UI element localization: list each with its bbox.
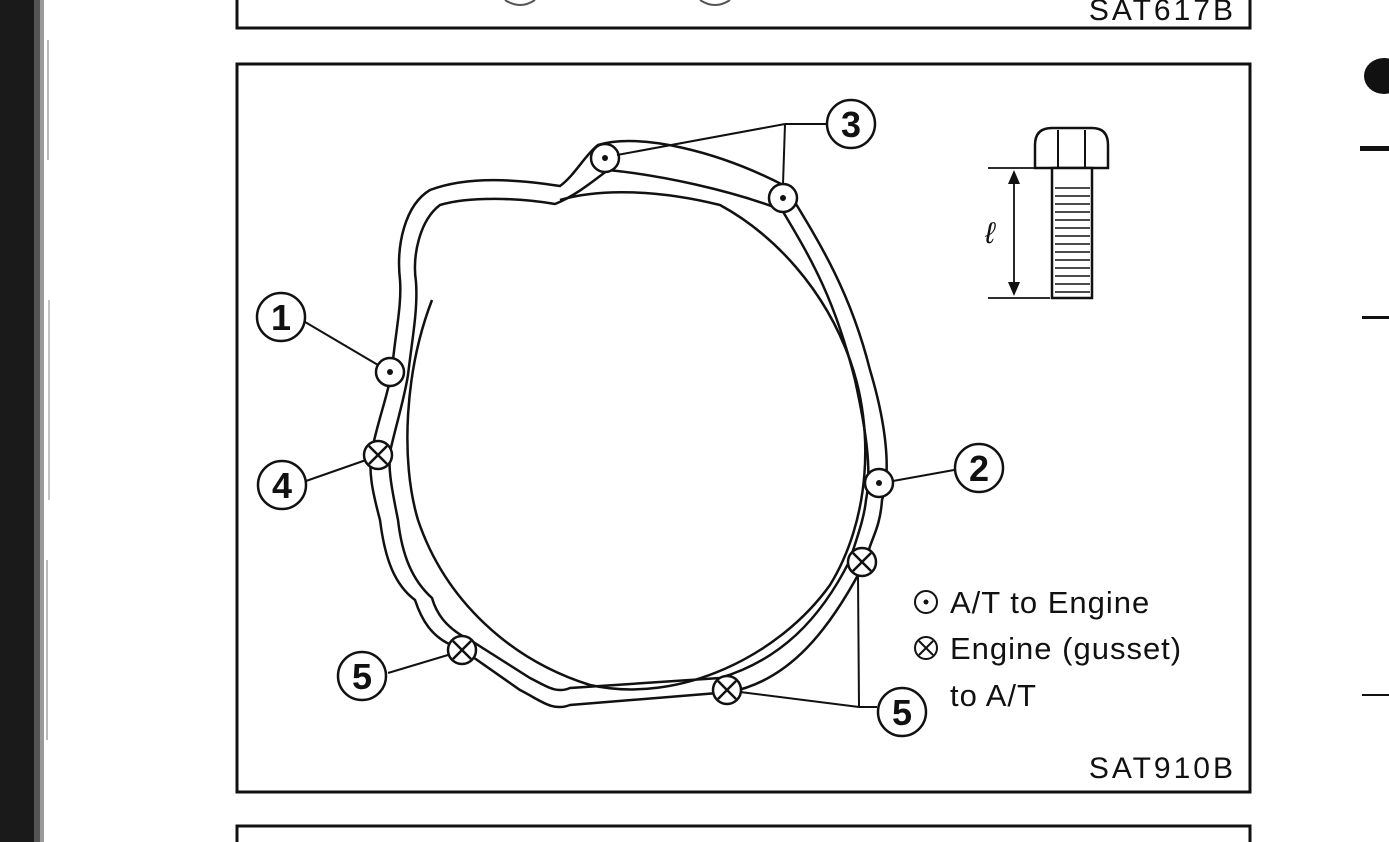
right-column-fragments [1360, 58, 1389, 696]
top-figure-code: SAT617B [1089, 0, 1236, 27]
bolt-illustration [988, 126, 1110, 300]
callout-4: 4 [256, 459, 308, 511]
svg-text:5: 5 [892, 692, 912, 733]
bolt-hole-cross [711, 674, 743, 706]
bolt-hole-dot [589, 142, 621, 174]
callout-5-left: 5 [336, 650, 388, 702]
bolt-holes [362, 142, 895, 706]
bolt-hole-dot [863, 467, 895, 499]
callout-1: 1 [255, 291, 307, 343]
main-figure-frame [235, 62, 1252, 794]
callout-2: 2 [953, 442, 1005, 494]
bolt-hole-dot [374, 356, 406, 388]
svg-text:5: 5 [352, 656, 372, 697]
callout-3: 3 [825, 98, 877, 150]
svg-text:4: 4 [272, 465, 292, 506]
dimension-arrows [1008, 170, 1020, 296]
dimension-label: ℓ [984, 217, 996, 250]
bolt-thread [1055, 187, 1090, 293]
legend: A/T to Engine Engine (gusset) to A/T [914, 585, 1182, 713]
legend-item-to-at: to A/T [950, 678, 1037, 713]
top-figure: SAT617B [235, 0, 1252, 30]
leader-lines [299, 123, 955, 708]
scan-edge [0, 0, 50, 842]
legend-item-at-to-engine: A/T to Engine [950, 585, 1150, 620]
legend-dot-icon [914, 590, 938, 614]
bolt-hole-dot [767, 182, 799, 214]
rule-mark [1360, 146, 1389, 151]
top-figure-fragment [504, 0, 731, 6]
bullet-mark [1364, 58, 1389, 94]
bottom-figure-frame [235, 824, 1252, 842]
bolt-hole-cross [846, 546, 878, 578]
bolt-head [1033, 126, 1110, 170]
rule-mark [1362, 694, 1389, 696]
bolt-hole-cross [362, 439, 394, 471]
legend-cross-icon [914, 636, 938, 660]
svg-text:2: 2 [969, 448, 989, 489]
svg-text:3: 3 [841, 104, 861, 145]
svg-text:1: 1 [271, 297, 291, 338]
bolt-hole-cross [446, 634, 478, 666]
figure-code: SAT910B [1089, 752, 1236, 785]
callouts: 3 1 4 2 5 5 [255, 98, 1005, 738]
housing-outline [369, 139, 888, 709]
dimension-line [988, 167, 1050, 299]
callout-5-right: 5 [876, 686, 928, 738]
legend-item-engine-gusset: Engine (gusset) [950, 631, 1182, 666]
rule-mark [1362, 316, 1389, 319]
